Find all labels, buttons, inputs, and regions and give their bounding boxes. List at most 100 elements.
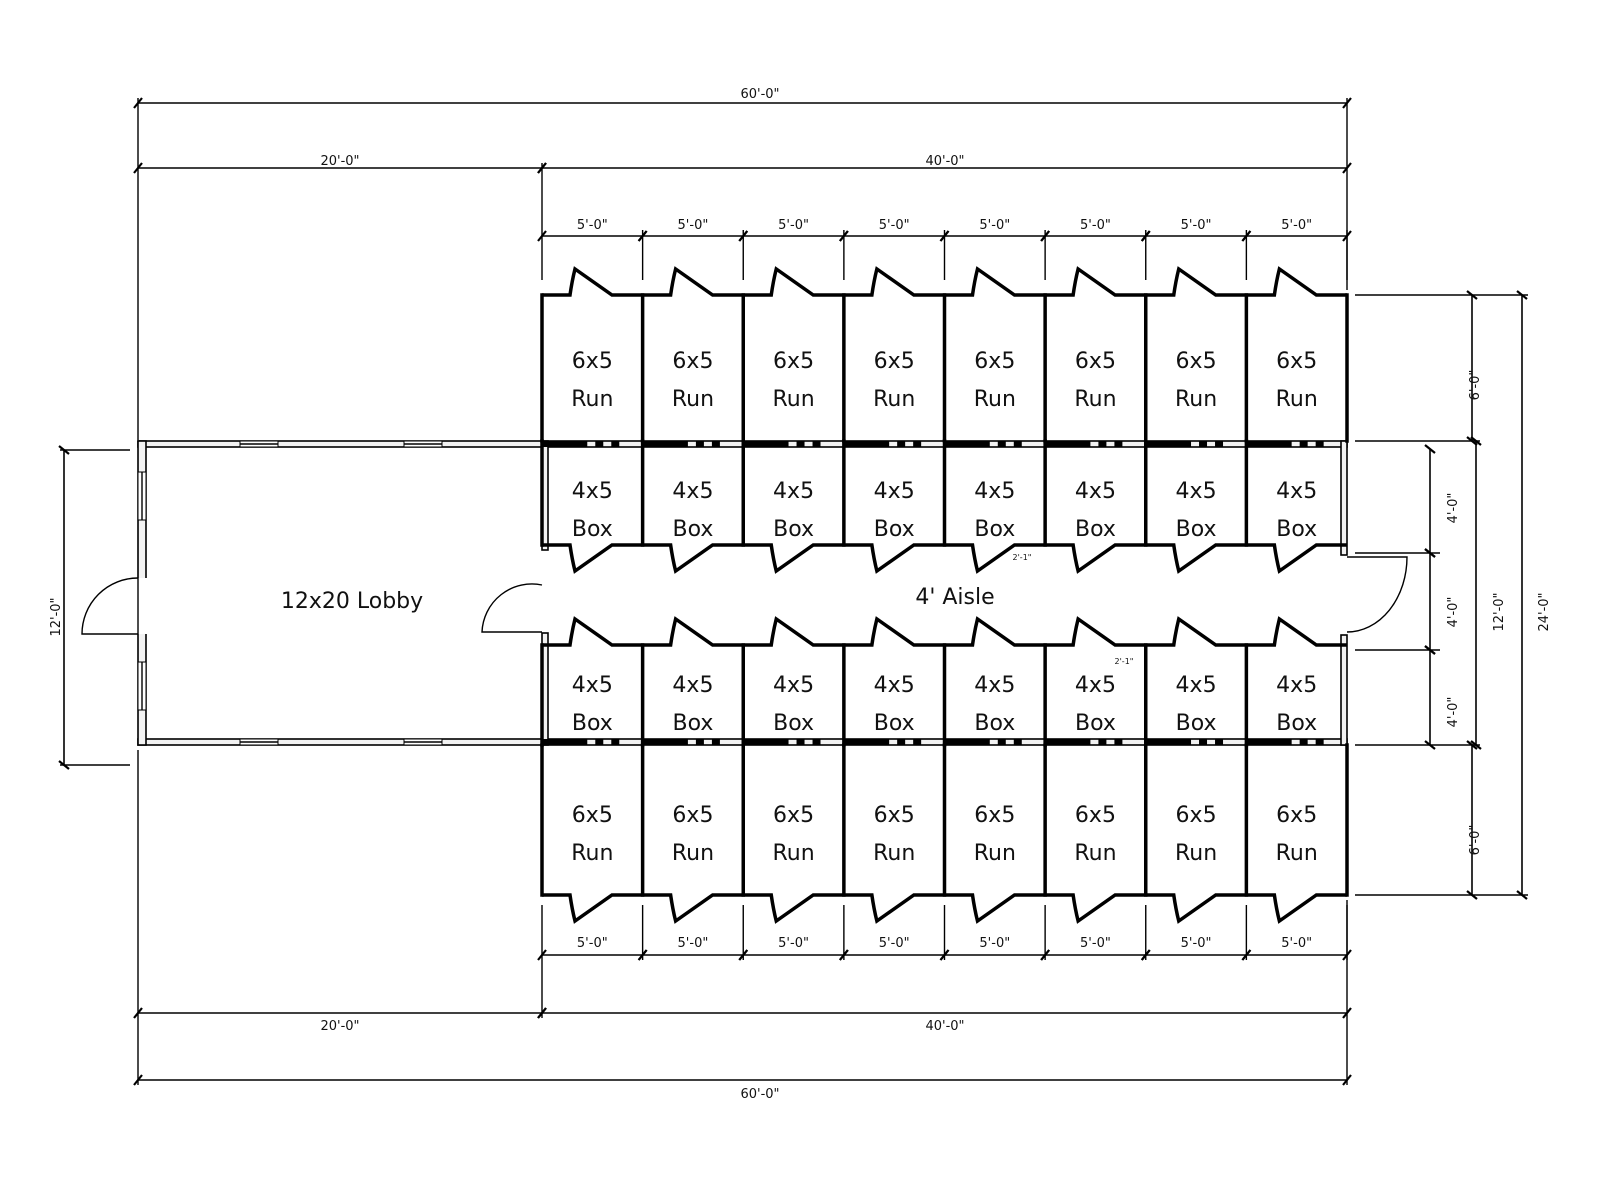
run-label-top: 6x5 (974, 349, 1015, 374)
dim-tick (1424, 444, 1436, 454)
run-label-top: Run (571, 387, 613, 412)
gate-icon (1045, 543, 1146, 574)
box-label-top: 4x5 (572, 479, 613, 504)
dim-bay-bottom: 5'-0" (879, 936, 910, 951)
run-label-bottom: 6x5 (1176, 803, 1217, 828)
gate-icon (642, 266, 744, 297)
dim-building-depth: 12'-0" (1492, 592, 1507, 631)
run-label-top: Run (1276, 387, 1318, 412)
dim-overall-bottom: 60'-0" (740, 1087, 779, 1102)
gate-icon (542, 616, 643, 647)
run-label-bottom: 6x5 (1276, 803, 1317, 828)
gate-icon (1246, 543, 1347, 574)
gate-icon (944, 543, 1046, 574)
gate-icon (944, 616, 1046, 647)
door-opening-left (136, 578, 148, 634)
dim-bay-top: 5'-0" (1181, 218, 1212, 233)
box-label-top: Box (672, 517, 713, 542)
run-label-bottom: Run (772, 841, 814, 866)
run-label-top: 6x5 (672, 349, 713, 374)
gate-icon (1145, 266, 1247, 297)
dim-lobby-bottom: 20'-0" (320, 1019, 359, 1034)
box-label-bottom: Box (874, 711, 915, 736)
box-label-top: 4x5 (1075, 479, 1116, 504)
dim-bay-top: 5'-0" (778, 218, 809, 233)
dim-bay-top: 5'-0" (1080, 218, 1111, 233)
door-swing-exit (1346, 556, 1408, 633)
dim-kennel-top: 40'-0" (925, 154, 964, 169)
gate-icon (642, 543, 744, 574)
gate-icon (1045, 893, 1146, 924)
dim-bay-bottom: 5'-0" (1080, 936, 1111, 951)
wall-right-lower (1340, 634, 1348, 746)
box-label-bottom: 4x5 (874, 673, 915, 698)
box-label-top: 4x5 (1276, 479, 1317, 504)
box-label-top: Box (773, 517, 814, 542)
box-label-bottom: Box (1176, 711, 1217, 736)
box-label-top: Box (1075, 517, 1116, 542)
box-label-bottom: Box (1075, 711, 1116, 736)
run-label-bottom: 6x5 (572, 803, 613, 828)
dim-aisle-depth: 4'-0" (1446, 597, 1461, 628)
box-label-top: Box (1176, 517, 1217, 542)
box-label-bottom: 4x5 (1276, 673, 1317, 698)
dim-bay-top: 5'-0" (678, 218, 709, 233)
box-label-bottom: 4x5 (672, 673, 713, 698)
box-label-top: Box (974, 517, 1015, 542)
run-label-top: 6x5 (572, 349, 613, 374)
dim-bay-bottom: 5'-0" (678, 936, 709, 951)
run-label-top: Run (1074, 387, 1116, 412)
box-label-bottom: Box (572, 711, 613, 736)
run-label-top: Run (772, 387, 814, 412)
gate-icon (1145, 616, 1247, 647)
gate-icon (542, 893, 643, 924)
run-label-bottom: Run (873, 841, 915, 866)
dim-box-depth-top: 4'-0" (1446, 493, 1461, 524)
box-label-top: Box (1276, 517, 1317, 542)
box-label-top: 4x5 (874, 479, 915, 504)
gate-icon (944, 266, 1046, 297)
box-label-bottom: 4x5 (1075, 673, 1116, 698)
box-label-top: 4x5 (1176, 479, 1217, 504)
run-label-top: 6x5 (1075, 349, 1116, 374)
gate-icon (843, 616, 945, 647)
box-label-bottom: 4x5 (974, 673, 1015, 698)
gate-icon (1045, 266, 1146, 297)
run-label-bottom: Run (1276, 841, 1318, 866)
run-label-top: Run (1175, 387, 1217, 412)
run-label-bottom: Run (974, 841, 1016, 866)
box-label-top: Box (572, 517, 613, 542)
gate-icon (743, 893, 844, 924)
dim-overall-top: 60'-0" (740, 87, 779, 102)
dim-run-depth-top: 6'-0" (1468, 370, 1483, 401)
wall-right-upper (1340, 440, 1348, 556)
run-label-top: 6x5 (874, 349, 915, 374)
run-label-bottom: 6x5 (974, 803, 1015, 828)
dim-lobby-top: 20'-0" (320, 154, 359, 169)
run-label-top: Run (974, 387, 1016, 412)
door-swing-lobby-aisle (481, 583, 543, 633)
dim-bay-bottom: 5'-0" (778, 936, 809, 951)
aisle-label: 4' Aisle (915, 585, 994, 610)
gate-icon (542, 543, 643, 574)
run-label-top: 6x5 (1176, 349, 1217, 374)
dim-bay-top: 5'-0" (1281, 218, 1312, 233)
gate-icon (642, 616, 744, 647)
run-label-top: Run (672, 387, 714, 412)
box-label-bottom: 4x5 (773, 673, 814, 698)
run-label-bottom: Run (1175, 841, 1217, 866)
box-label-top: 4x5 (773, 479, 814, 504)
box-label-bottom: Box (1276, 711, 1317, 736)
gate-icon (1145, 543, 1247, 574)
box-label-top: 4x5 (974, 479, 1015, 504)
dim-bay-bottom: 5'-0" (577, 936, 608, 951)
gate-icon (1246, 266, 1347, 297)
dimension-lines: 5'-0" 5'-0" 5'-0" 5'-0" 5'-0" 5'-0" 5'-0" 5'-0"… (58, 97, 1528, 1086)
gate-icon (1246, 616, 1347, 647)
box-label-top: Box (874, 517, 915, 542)
dim-box-depth-bottom: 4'-0" (1446, 697, 1461, 728)
dim-lobby-depth: 12'-0" (49, 597, 64, 636)
dim-overall-depth: 24'-0" (1537, 592, 1552, 631)
lobby-label: 12x20 Lobby (281, 589, 423, 614)
run-label-bottom: 6x5 (672, 803, 713, 828)
